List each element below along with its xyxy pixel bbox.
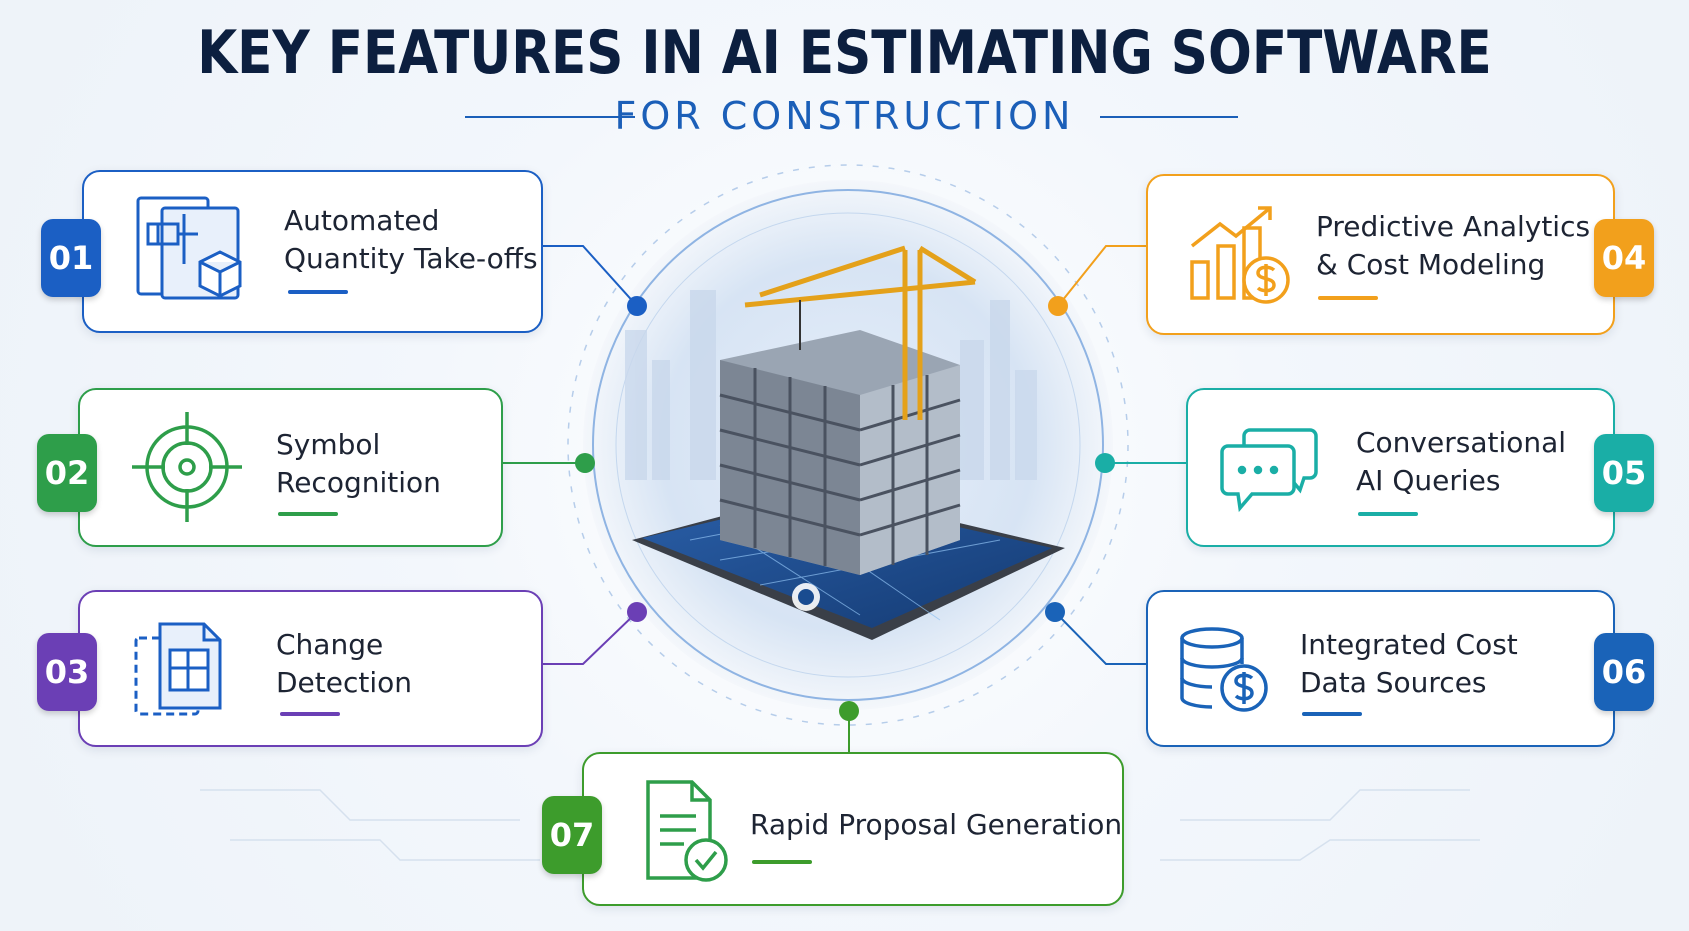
page-subtitle: FOR CONSTRUCTION [614, 94, 1075, 138]
feature-label-05: Conversational AI Queries [1356, 426, 1567, 497]
badge-07: 07 [542, 796, 602, 874]
feature-label-01: Automated Quantity Take-offs [284, 204, 538, 275]
subtitle-line-right [1100, 116, 1238, 118]
feature-label-07: Rapid Proposal Generation [750, 808, 1123, 841]
connector-dots [575, 296, 1115, 721]
accent-bar-01 [288, 290, 348, 294]
badge-05: 05 [1594, 434, 1654, 512]
feature-card-02[interactable]: Symbol Recognition [78, 388, 503, 547]
badge-02: 02 [37, 434, 97, 512]
tower-crane [744, 245, 977, 420]
chart-dollar-icon [1190, 206, 1290, 304]
subtitle-line-left [465, 116, 635, 118]
feature-card-04[interactable]: Predictive Analytics & Cost Modeling [1146, 174, 1615, 335]
hub-ring-inner [615, 212, 1081, 678]
feature-label-03: Change Detection [276, 628, 413, 699]
hub-ring-dashed [567, 164, 1129, 726]
accent-bar-03 [280, 712, 340, 716]
subtitle-row: FOR CONSTRUCTION [0, 94, 1689, 140]
feature-card-06[interactable]: Integrated Cost Data Sources [1146, 590, 1615, 747]
accent-bar-07 [752, 860, 812, 864]
database-dollar-icon [1180, 627, 1268, 712]
target-crosshair-icon [132, 412, 242, 522]
city-skyline [625, 290, 1037, 480]
chat-bubbles-icon [1220, 428, 1318, 513]
accent-bar-05 [1358, 512, 1418, 516]
feature-card-03[interactable]: Change Detection [78, 590, 543, 747]
feature-card-07[interactable]: Rapid Proposal Generation [582, 752, 1124, 906]
feature-card-05[interactable]: Conversational AI Queries [1186, 388, 1615, 547]
document-check-icon [646, 780, 728, 882]
page-title: KEY FEATURES IN AI ESTIMATING SOFTWARE [197, 18, 1492, 88]
accent-bar-04 [1318, 296, 1378, 300]
accent-bar-06 [1302, 712, 1362, 716]
hub-ring-outer [592, 189, 1104, 701]
feature-label-06: Integrated Cost Data Sources [1300, 628, 1518, 699]
document-compare-icon [134, 622, 222, 716]
circuit-decoration [200, 789, 1480, 861]
badge-04: 04 [1594, 219, 1654, 297]
feature-card-01[interactable]: Automated Quantity Take-offs [82, 170, 543, 333]
badge-03: 03 [37, 633, 97, 711]
badge-01: 01 [41, 219, 101, 297]
blueprint-cube-icon [136, 196, 242, 300]
badge-06: 06 [1594, 633, 1654, 711]
building-frame [719, 330, 961, 575]
feature-label-04: Predictive Analytics & Cost Modeling [1316, 210, 1591, 281]
connectors [503, 245, 1186, 752]
accent-bar-02 [278, 512, 338, 516]
feature-label-02: Symbol Recognition [276, 428, 441, 499]
